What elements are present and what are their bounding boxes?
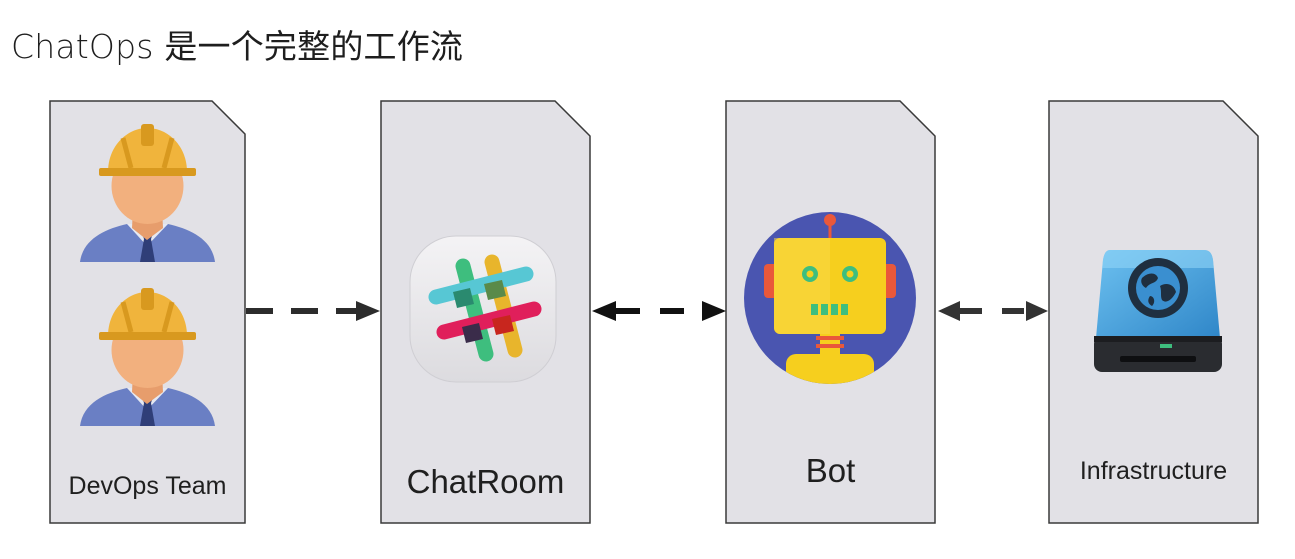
diagram-title: ChatOps 是一个完整的工作流 [11, 27, 464, 66]
robot-icon [744, 212, 916, 384]
hard-drive-icon [1094, 250, 1222, 372]
node-label: DevOps Team [68, 472, 227, 500]
dashed-arrow-bidirectional [592, 301, 726, 321]
bot-card: Bot [725, 100, 936, 524]
node-label: Infrastructure [1079, 457, 1228, 485]
dashed-arrow-forward [246, 301, 380, 321]
node-label: ChatRoom [406, 463, 565, 500]
engineer-icon [80, 124, 215, 262]
engineer-icon [80, 288, 215, 426]
infrastructure-card: Infrastructure [1048, 100, 1259, 524]
chatroom-card: ChatRoom [380, 100, 591, 524]
node-label: Bot [805, 452, 856, 489]
devops-team-card: DevOps Team [49, 100, 246, 524]
slack-icon [409, 235, 557, 383]
dashed-arrow-bidirectional [938, 301, 1048, 321]
